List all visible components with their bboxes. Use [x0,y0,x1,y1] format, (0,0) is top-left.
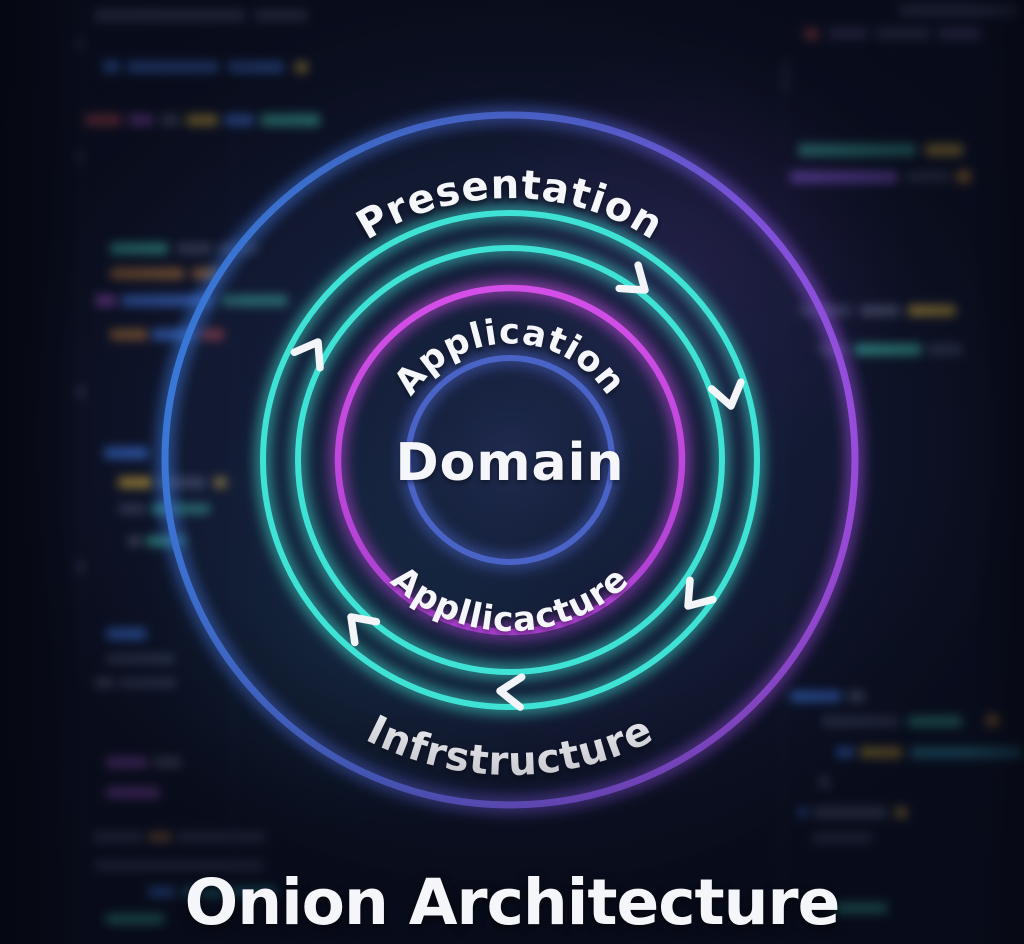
diagram-title: Onion Architecture [184,866,841,939]
layer-label-domain: Domain [395,433,624,493]
